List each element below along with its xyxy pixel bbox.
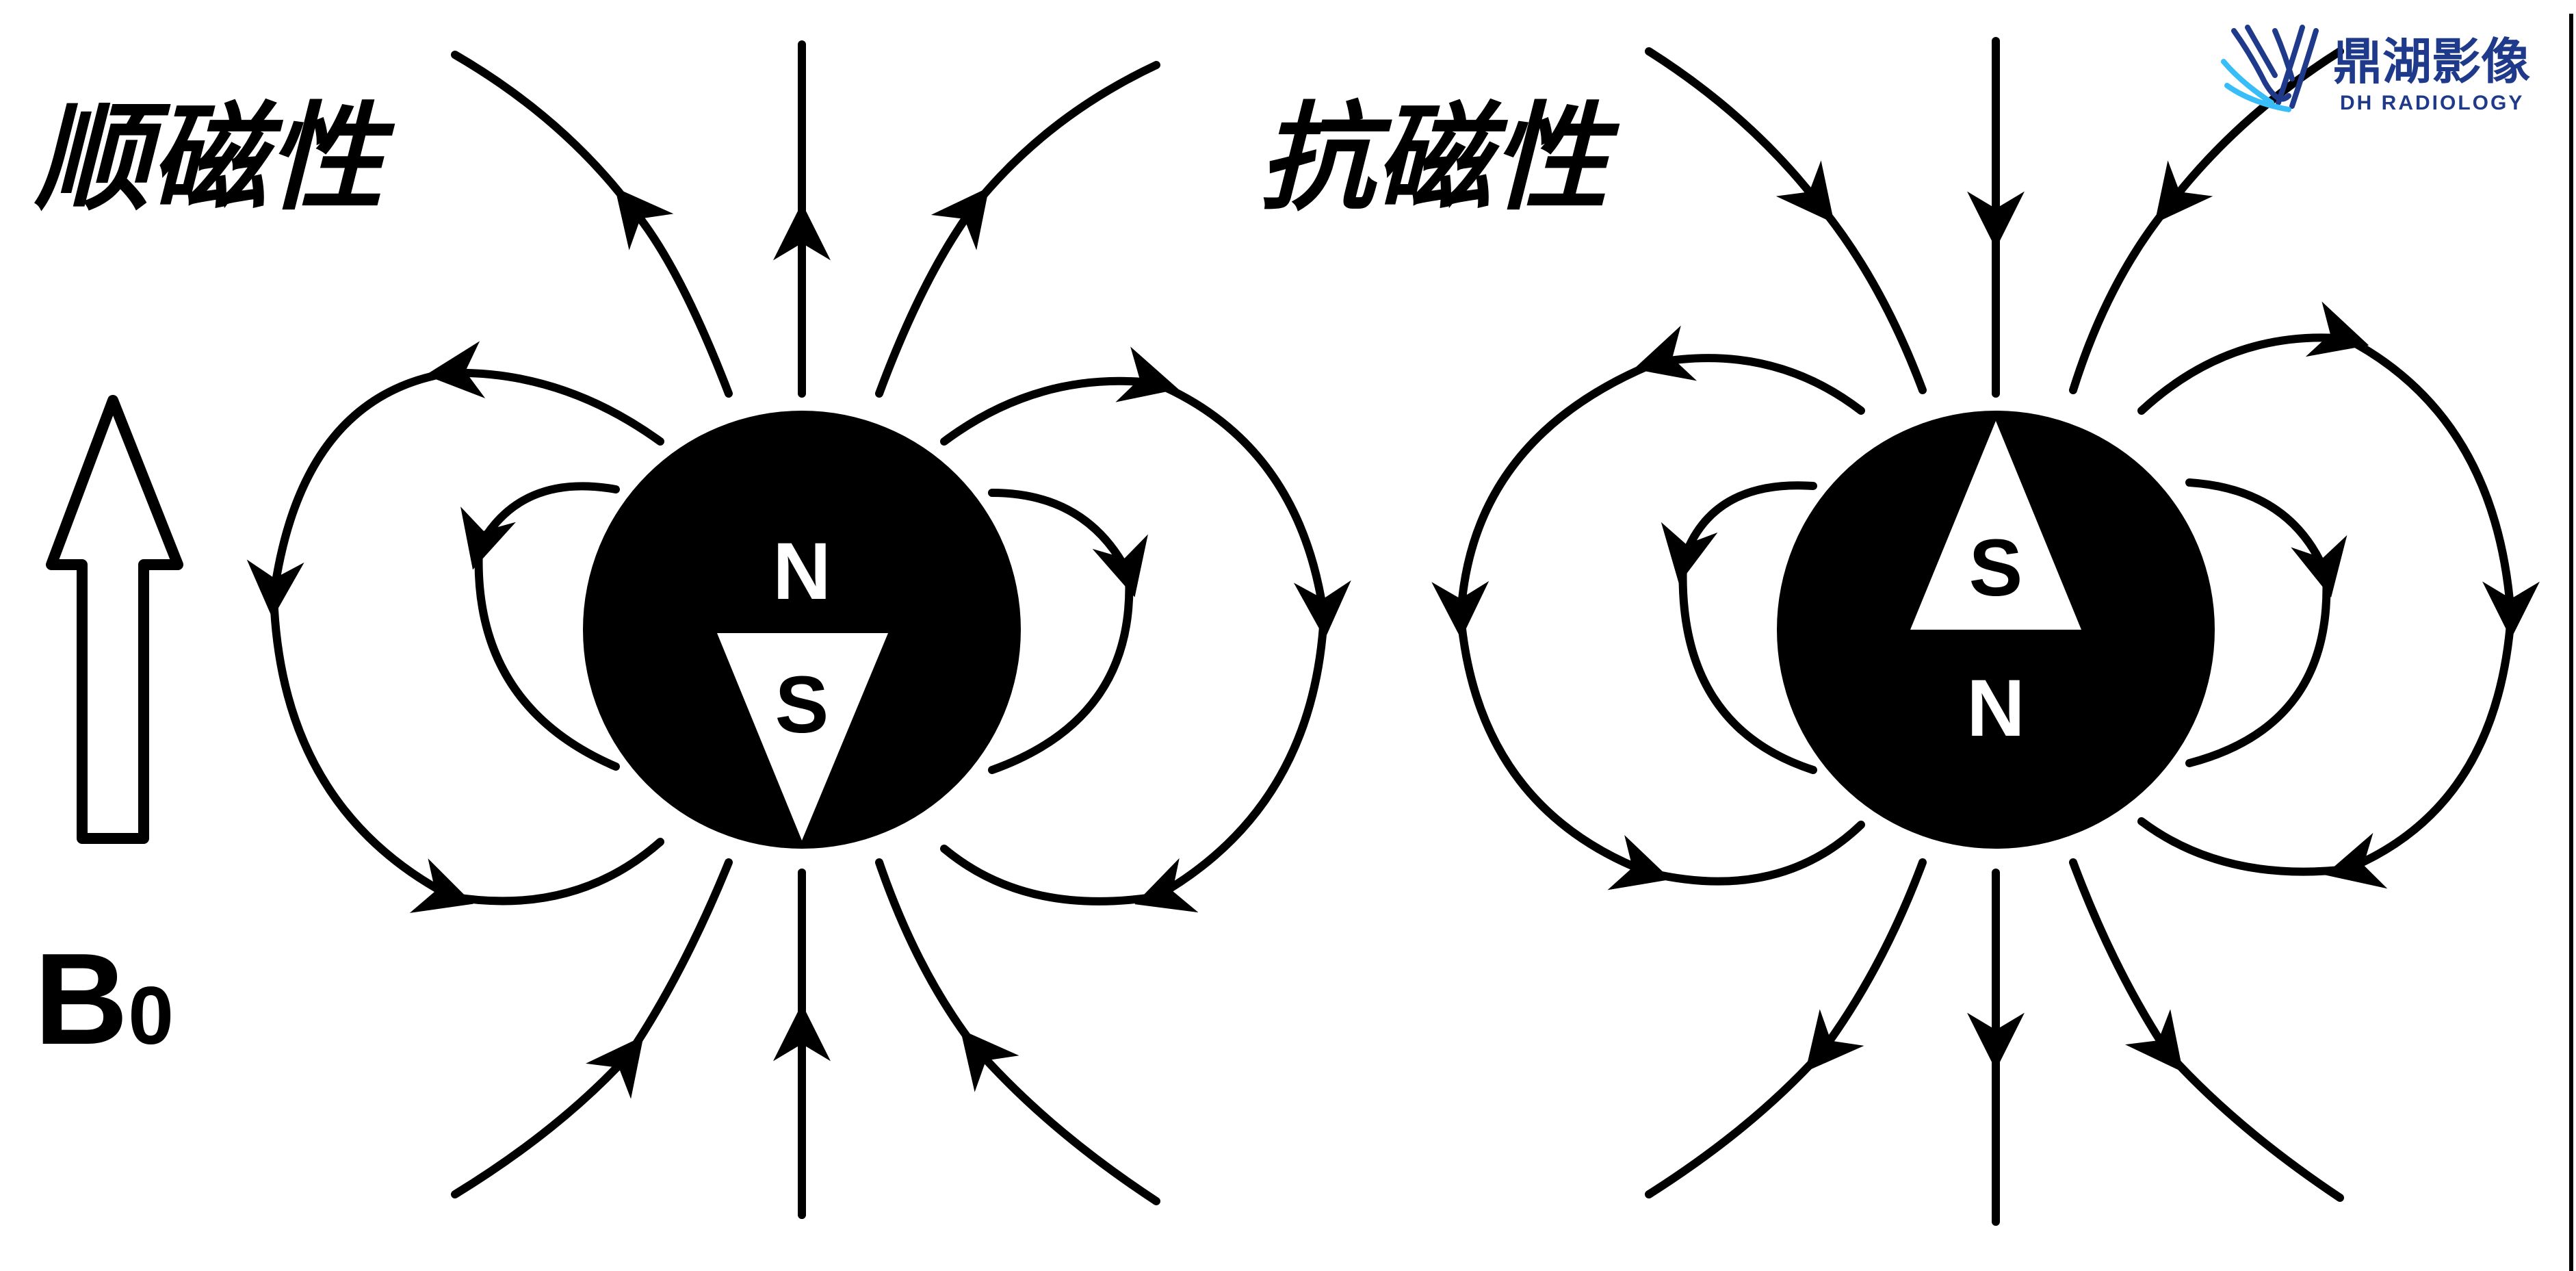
diamagnetism-title: 抗磁性	[1259, 91, 1620, 227]
waves-logo-icon	[2221, 25, 2319, 112]
field-line	[1645, 47, 1927, 394]
field-line	[2137, 301, 2540, 889]
field-line	[2185, 478, 2347, 767]
compass-pointer-up	[1910, 421, 2081, 630]
paramagnetism-title: 顺磁性	[34, 91, 395, 227]
logo-name-en: DH RADIOLOGY	[2340, 92, 2524, 114]
diamagnetic-sphere: S N	[1777, 411, 2215, 849]
field-line	[451, 858, 733, 1198]
field-line	[875, 858, 1160, 1205]
field-line	[1431, 325, 1865, 890]
b0-subscript: 0	[128, 970, 174, 1062]
b0-field-arrow	[46, 395, 183, 844]
brand-logo: 鼎湖影像 DH RADIOLOGY	[2221, 25, 2530, 114]
field-line	[940, 346, 1351, 913]
pole-label-upper: N	[772, 526, 831, 617]
field-line	[246, 341, 664, 913]
paramagnetic-sphere: N S	[583, 411, 1021, 849]
field-line	[988, 489, 1148, 774]
field-line	[875, 61, 1160, 398]
field-line	[1661, 481, 1817, 774]
field-line	[451, 51, 733, 398]
b0-letter: B	[34, 927, 128, 1072]
paramagnetic-field-lines	[246, 40, 1351, 1219]
field-line	[460, 482, 620, 771]
pole-label-lower: N	[1966, 663, 2025, 754]
field-line	[1645, 858, 1927, 1198]
diamagnetic-field-lines	[1431, 37, 2540, 1226]
logo-name-cn: 鼎湖影像	[2333, 33, 2530, 90]
b0-label: B0	[34, 927, 174, 1072]
sphere-body	[583, 411, 1021, 849]
field-line	[2069, 858, 2344, 1202]
compass-pointer-down	[717, 633, 888, 840]
pole-label-upper: S	[1969, 523, 2023, 613]
pole-label-lower: S	[775, 660, 829, 750]
